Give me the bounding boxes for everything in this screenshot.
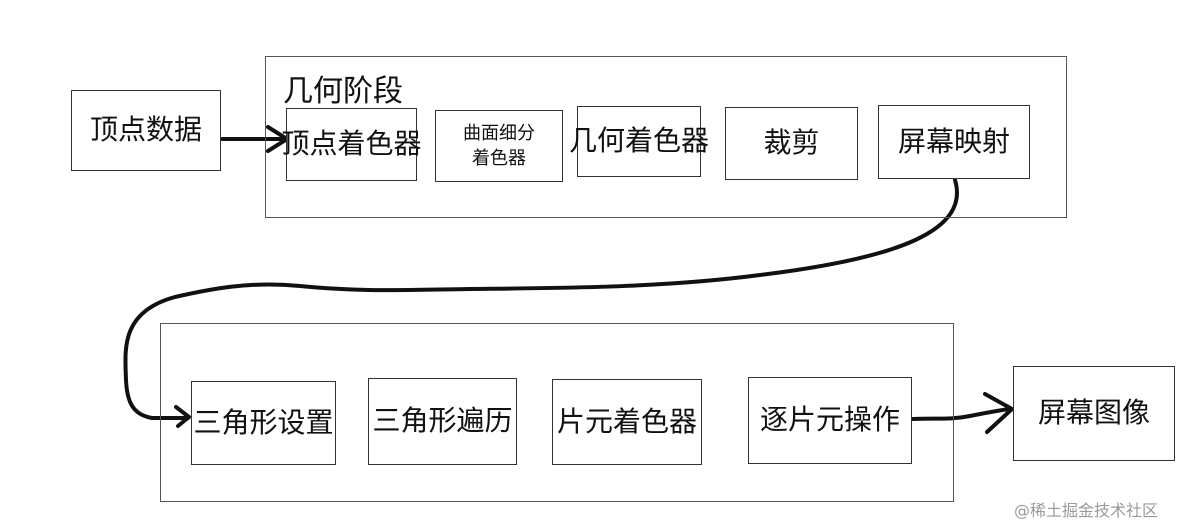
triangle-setup-box: 三角形设置 [191,381,336,465]
vertex-data-box: 顶点数据 [71,90,221,171]
vertex-data-label: 顶点数据 [89,113,202,147]
arrowhead-screen-image [983,392,1014,434]
geometry-shader-label: 几何着色器 [569,124,710,158]
clipping-box: 裁剪 [725,107,858,180]
per-fragment-operations-label: 逐片元操作 [759,403,900,437]
screen-image-box: 屏幕图像 [1013,366,1175,461]
watermark: @稀土掘金技术社区 [1014,501,1159,520]
screen-mapping-label: 屏幕映射 [897,124,1010,158]
per-fragment-operations-box: 逐片元操作 [748,377,912,464]
triangle-traversal-label: 三角形遍历 [372,404,513,438]
fragment-shader-label: 片元着色器 [556,404,697,438]
vertex-shader-box: 顶点着色器 [282,108,422,181]
clipping-label: 裁剪 [763,126,820,160]
tessellation-shader-box: 曲面细分着色器 [435,110,563,182]
tessellation-shader-label: 曲面细分着色器 [463,122,535,169]
geometry-shader-box: 几何着色器 [569,106,709,177]
geometry-stage-frame [265,56,1067,218]
triangle-setup-label: 三角形设置 [193,405,334,439]
triangle-traversal-box: 三角形遍历 [368,378,517,465]
vertex-shader-label: 顶点着色器 [281,127,422,161]
fragment-shader-box: 片元着色器 [552,379,702,465]
screen-mapping-box: 屏幕映射 [878,105,1030,179]
geometry-stage-title: 几何阶段 [283,74,403,109]
rasterization-stage-frame [160,323,954,502]
screen-image-label: 屏幕图像 [1037,396,1150,430]
